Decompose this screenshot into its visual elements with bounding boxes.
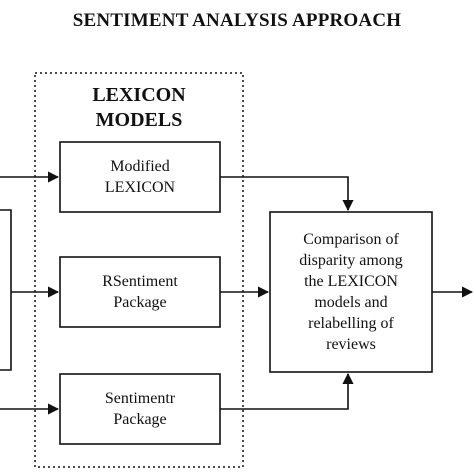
comparison-box: Comparison of disparity among the LEXICO… bbox=[270, 212, 432, 372]
comparison-line5: relabelling of bbox=[308, 315, 394, 332]
modified-lexicon-line1: Modified bbox=[110, 158, 170, 175]
modified-lexicon-box: Modified LEXICON bbox=[60, 142, 220, 212]
modified-lexicon-line2: LEXICON bbox=[104, 179, 176, 196]
comparison-line3: the LEXICON bbox=[304, 273, 398, 290]
comparison-line2: disparity among bbox=[299, 252, 403, 269]
rsentiment-box: RSentiment Package bbox=[60, 257, 220, 327]
sentimentr-line1: Sentimentr bbox=[104, 390, 176, 407]
lexicon-models-title: LEXICON MODELS bbox=[34, 83, 244, 133]
rsentiment-line1: RSentiment bbox=[102, 273, 178, 290]
rsentiment-line2: Package bbox=[113, 294, 167, 311]
lexicon-models-title-line2: MODELS bbox=[95, 109, 183, 131]
sentimentr-line2: Package bbox=[113, 411, 167, 428]
arrow-modified-to-comparison bbox=[220, 176, 354, 212]
sentimentr-box: Sentimentr Package bbox=[60, 374, 220, 444]
comparison-line1: Comparison of bbox=[303, 231, 399, 248]
diagram-title: SENTIMENT ANALYSIS APPROACH bbox=[72, 10, 402, 31]
comparison-line4: models and bbox=[314, 294, 388, 311]
arrow-sentimentr-to-comparison bbox=[220, 372, 354, 410]
lexicon-models-title-line1: LEXICON bbox=[92, 84, 186, 106]
lexicon-models-group-border bbox=[34, 72, 244, 468]
comparison-line6: reviews bbox=[326, 336, 376, 353]
input-box-border bbox=[0, 209, 12, 371]
